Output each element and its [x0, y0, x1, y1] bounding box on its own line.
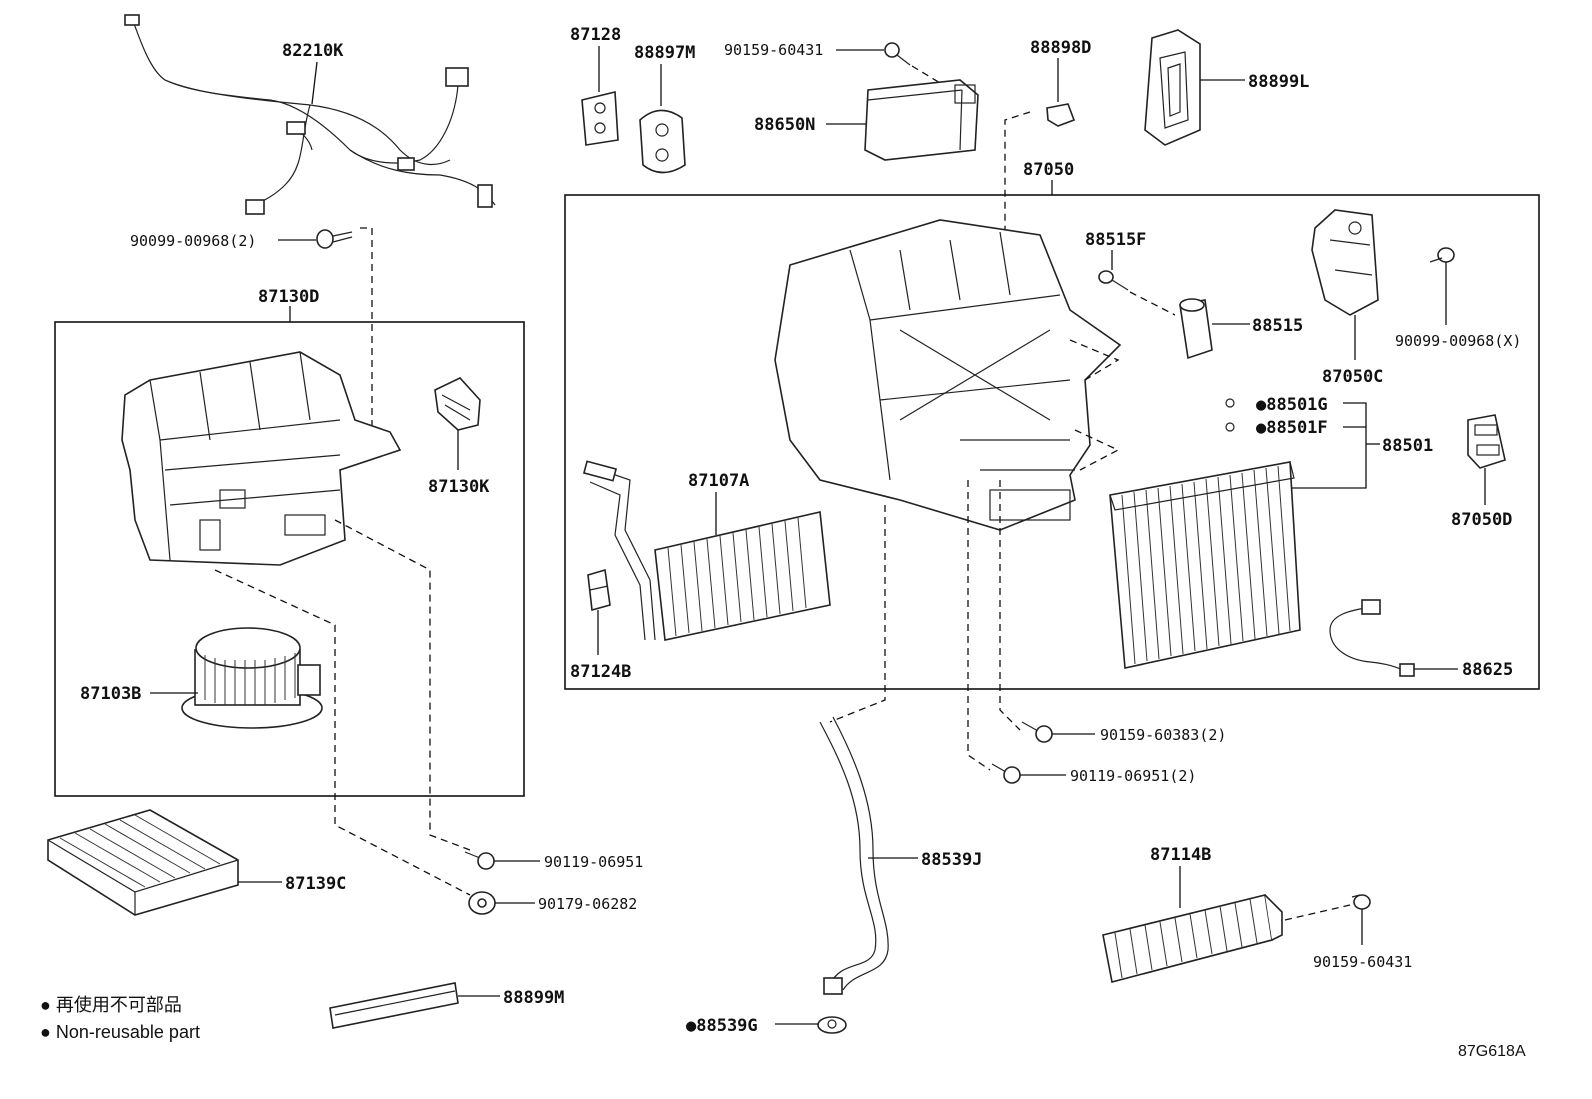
label-90099-00968-x: 90099-00968(X) [1395, 332, 1521, 350]
label-88898d: 88898D [1030, 38, 1091, 58]
label-88539j: 88539J [921, 850, 982, 870]
clip-88898d-icon [1046, 103, 1076, 127]
label-88501f: ●88501F [1256, 418, 1328, 438]
blower-housing-icon [121, 351, 402, 566]
ecu-88650n-icon [864, 79, 979, 161]
leader-82210k [311, 61, 318, 105]
label-87050: 87050 [1023, 160, 1074, 180]
dash-bolt-to-unit [360, 227, 373, 440]
bolt-90119-06951-2-icon [991, 763, 1021, 784]
label-87128: 87128 [570, 25, 621, 45]
drain-hose-88539j-icon [819, 716, 889, 995]
o-ring-88501g-icon [1225, 398, 1235, 408]
label-87114b: 87114B [1150, 845, 1211, 865]
label-87107a: 87107A [688, 471, 749, 491]
bolt-90159-60431-top-icon [884, 42, 911, 66]
seal-strip-88899m-icon [329, 982, 459, 1029]
label-88650n: 88650N [754, 115, 815, 135]
bolt-90159-60383-icon [1021, 721, 1053, 743]
label-90119-06951: 90119-06951 [544, 853, 643, 871]
o-ring-88501f-icon [1225, 422, 1235, 432]
label-88625: 88625 [1462, 660, 1513, 680]
sensor-wire-88625-icon [1329, 599, 1415, 677]
ptc-heater-87114b-icon [1102, 894, 1283, 983]
label-87050c: 87050C [1322, 367, 1383, 387]
label-88539g: ●88539G [686, 1016, 758, 1036]
label-90099-00968-2: 90099-00968(2) [130, 232, 256, 250]
label-87130k: 87130K [428, 477, 490, 497]
nut-90179-06282-icon [468, 891, 496, 915]
hvac-case-icon [774, 219, 1122, 531]
label-90159-60383-2: 90159-60383(2) [1100, 726, 1226, 744]
connector-87050d-icon [1467, 414, 1506, 469]
grommet-88539g-icon [817, 1016, 847, 1034]
diagram-code: 87G618A [1458, 1043, 1526, 1060]
bolt-90119-06951-icon [464, 851, 495, 870]
bolt-88515f-icon [1098, 270, 1129, 291]
knob-88899l-icon [1144, 29, 1201, 146]
label-82210k: 82210K [282, 41, 344, 61]
expansion-valve-88515-icon [1179, 298, 1213, 360]
label-88501: 88501 [1382, 436, 1433, 456]
blower-unit-box [54, 321, 525, 797]
label-87130d: 87130D [258, 287, 319, 307]
label-90159-60431-bottom: 90159-60431 [1313, 953, 1412, 971]
label-90159-60431-top: 90159-60431 [724, 41, 823, 59]
label-87103b: 87103B [80, 684, 141, 704]
label-87139c: 87139C [285, 874, 346, 894]
label-87050d: 87050D [1451, 510, 1512, 530]
label-87124b: 87124B [570, 662, 631, 682]
servo-motor-87050c-icon [1311, 209, 1379, 316]
air-filter-87139c-icon [47, 809, 239, 916]
blower-motor-87103b-icon [181, 627, 323, 729]
label-88501g: ●88501G [1256, 395, 1328, 415]
evaporator-88501-icon [1109, 461, 1301, 669]
grommet-87128-icon [581, 90, 619, 146]
label-88515: 88515 [1252, 316, 1303, 336]
hvac-assembly-box [564, 194, 1540, 690]
wire-harness-82210k [124, 14, 496, 215]
label-88899l: 88899L [1248, 72, 1309, 92]
resistor-87130k-icon [434, 377, 481, 431]
grommet-88897m-icon [639, 109, 686, 174]
bolt-90159-60431-bottom-icon [1351, 894, 1371, 910]
label-90119-06951-2: 90119-06951(2) [1070, 767, 1196, 785]
clamp-87124b-icon [587, 568, 611, 612]
label-88515f: 88515F [1085, 230, 1146, 250]
bolt-90099-00968-x-icon [1429, 247, 1455, 263]
bolt-90099-00968-icon [316, 229, 353, 249]
label-88897m: 88897M [634, 43, 695, 63]
heater-core-87107a-icon [582, 460, 831, 641]
legend-en: ● Non-reusable part [40, 1022, 200, 1042]
legend-jp: ● 再使用不可部品 [40, 995, 182, 1015]
label-90179-06282: 90179-06282 [538, 895, 637, 913]
label-88899m: 88899M [503, 988, 564, 1008]
